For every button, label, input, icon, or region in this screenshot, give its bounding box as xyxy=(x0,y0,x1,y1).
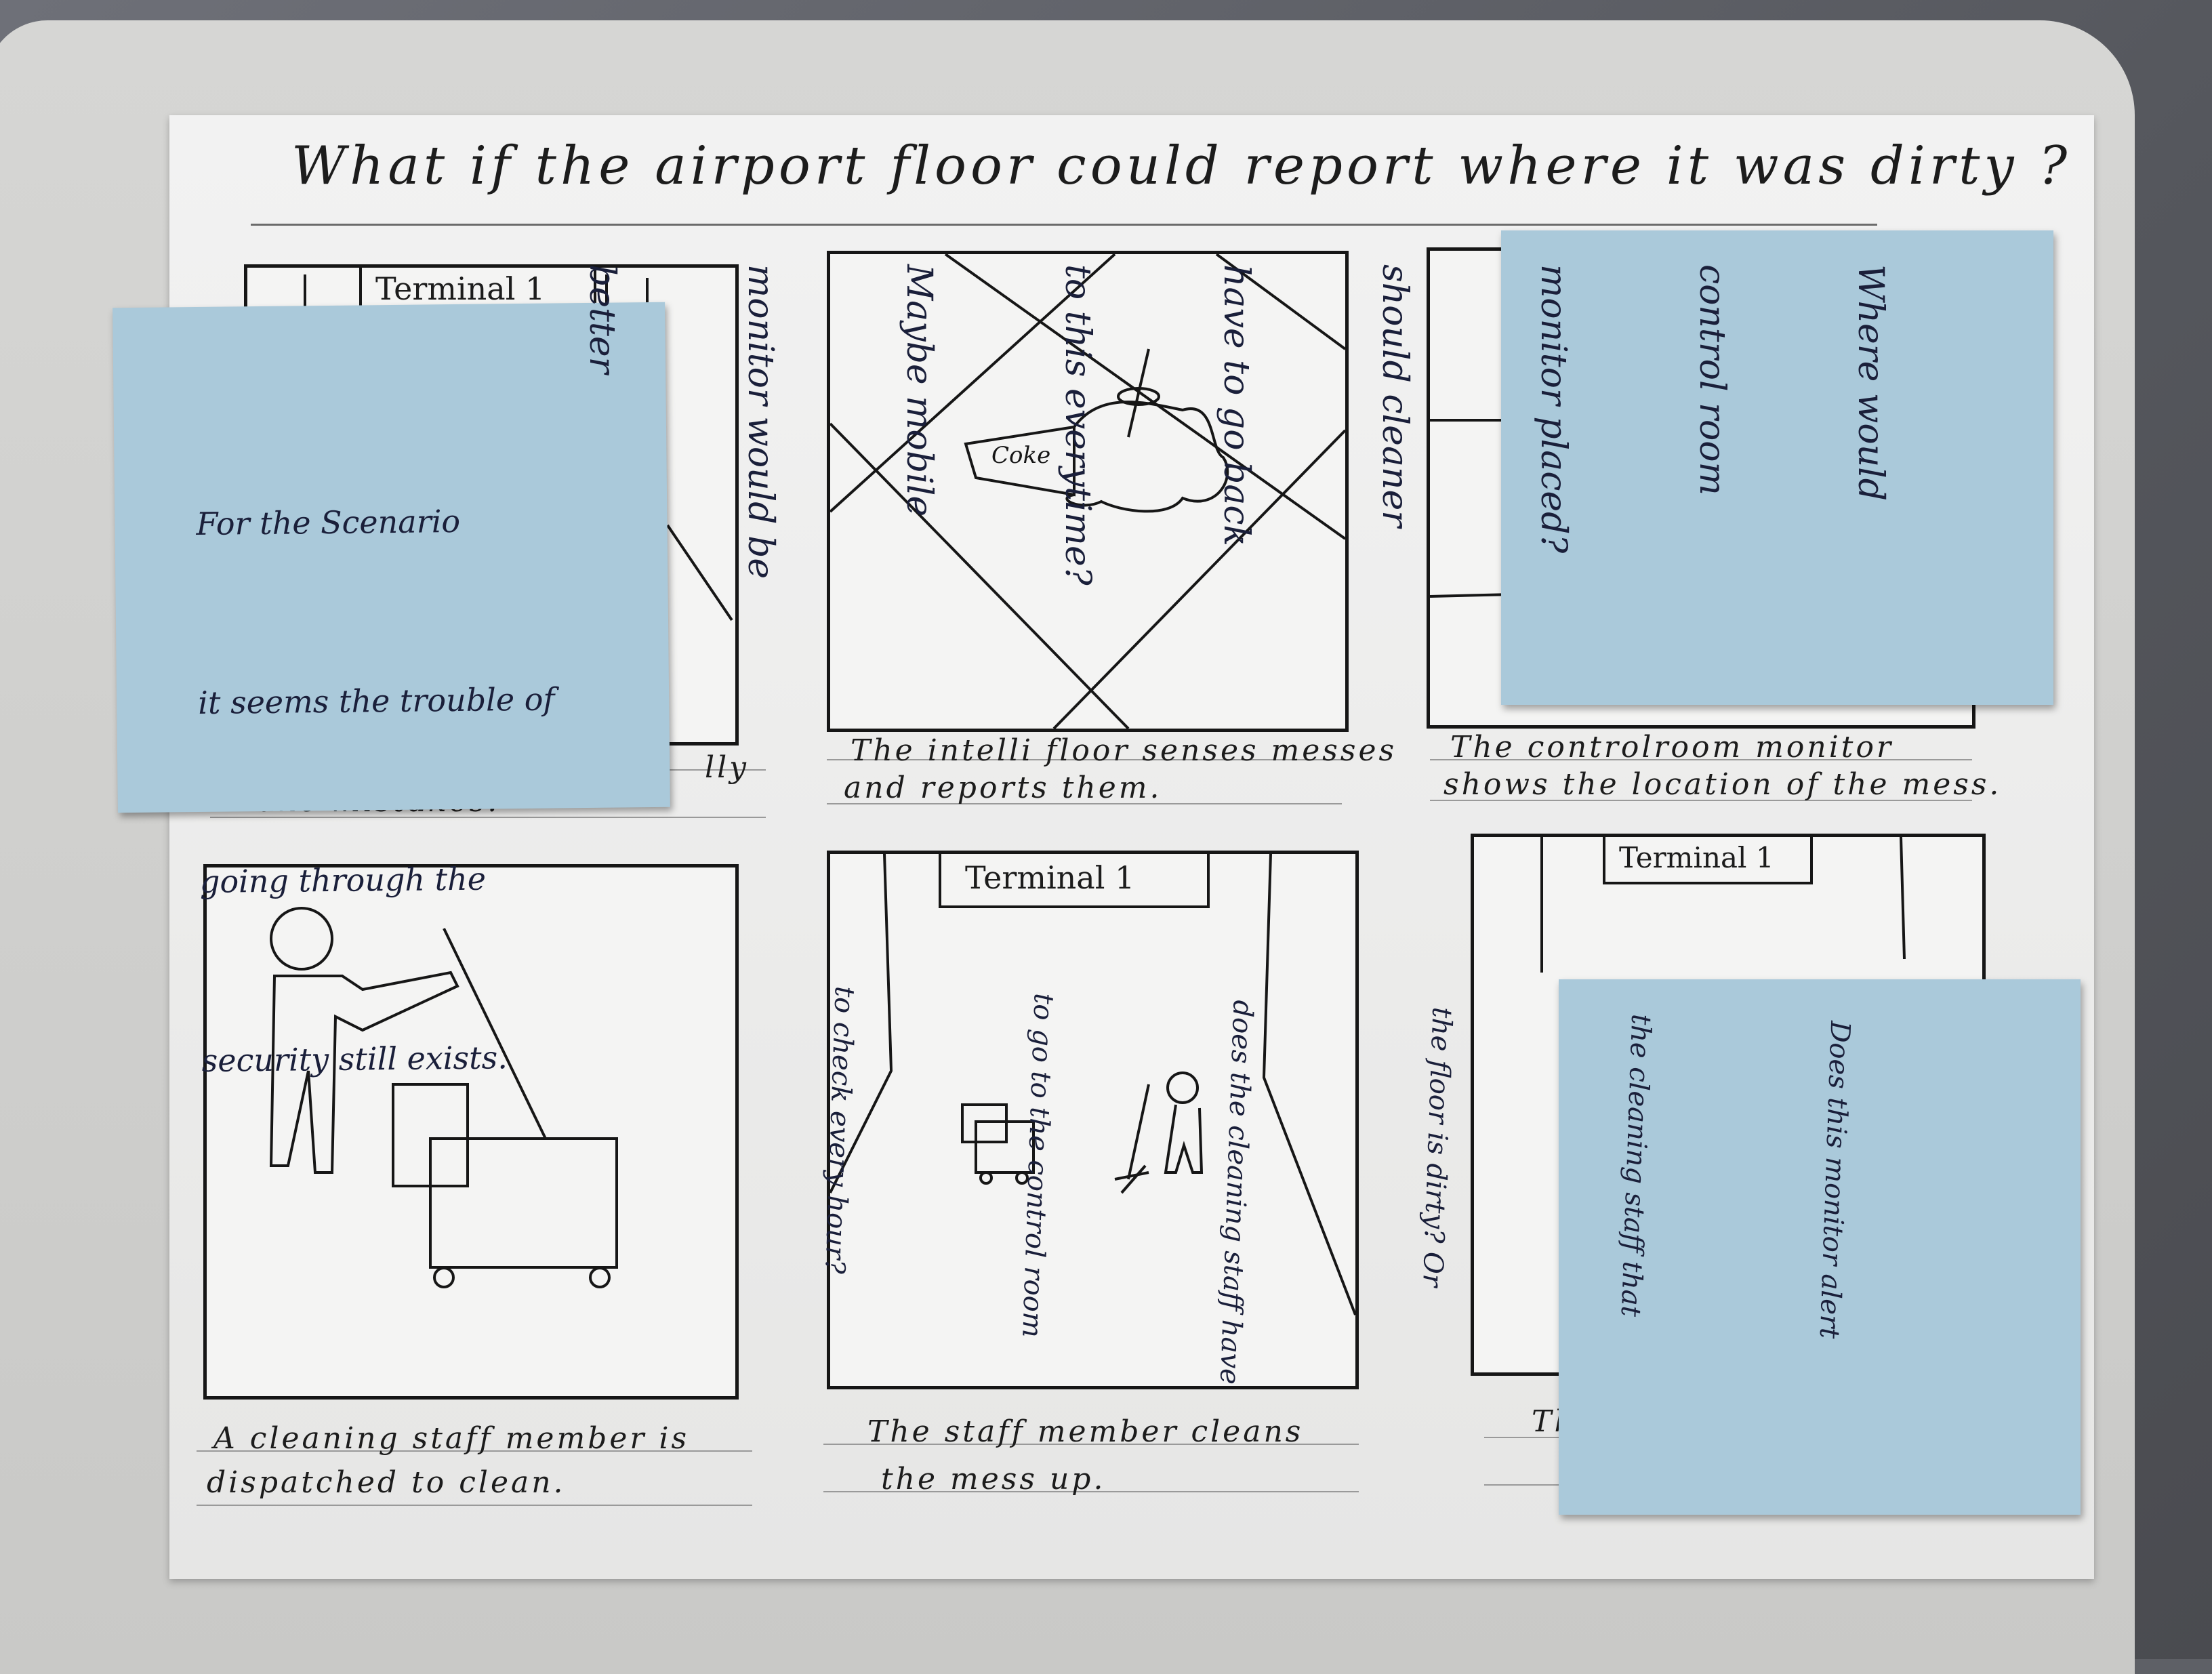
sticky-note-control-room: Where would control room monitor placed?… xyxy=(581,230,2053,705)
note-line: better xyxy=(581,264,622,374)
note-line: Where would xyxy=(1850,264,1891,502)
note-line: it seems the trouble of xyxy=(197,680,555,721)
note-line: security still exists. xyxy=(201,1039,508,1079)
caption-rule xyxy=(197,1505,752,1506)
note-line: monitor would be xyxy=(740,264,781,579)
caption-rule xyxy=(823,1444,1359,1445)
note-line: should cleaner xyxy=(1374,264,1415,528)
note-line: have to go back xyxy=(1216,264,1256,546)
caption-rule xyxy=(1430,800,1972,801)
note-line: monitor placed? xyxy=(1533,264,1574,554)
panel-5-caption-line-2: the mess up. xyxy=(881,1462,1106,1496)
terminal-sign-label: Terminal 1 xyxy=(1619,841,1774,874)
panel-1-caption-partial: lly xyxy=(705,750,750,785)
coke-label: Coke xyxy=(991,442,1050,469)
panel-4-caption-line-1: A cleaning staff member is xyxy=(213,1421,690,1456)
note-line: Maybe mobile xyxy=(899,264,939,517)
note-line: to check every hour? xyxy=(819,985,861,1275)
panel-5-caption-line-1: The staff member cleans xyxy=(867,1414,1304,1449)
panel-5-sketch xyxy=(830,854,1355,1315)
note-line: to this everytime? xyxy=(1057,264,1098,586)
panel-5: Terminal 1 xyxy=(827,851,1359,1389)
caption-rule xyxy=(827,803,1342,804)
caption-rule xyxy=(197,1450,752,1452)
note-line: does the cleaning staff have xyxy=(1213,999,1258,1385)
panel-2-caption-line-2: and reports them. xyxy=(844,771,1162,805)
note-line: the floor is dirty? Or xyxy=(1416,1006,1458,1288)
panel-4-caption-line-2: dispatched to clean. xyxy=(207,1465,566,1500)
panel-2-caption-line-1: The intelli floor senses messes xyxy=(851,733,1397,768)
terminal-sign-label: Terminal 1 xyxy=(375,270,546,307)
caption-rule xyxy=(1430,759,1972,760)
panel-3-caption-line-1: The controlroom monitor xyxy=(1450,730,1894,764)
note-line: going through the xyxy=(199,860,487,900)
caption-rule xyxy=(210,817,766,818)
panel-4 xyxy=(203,864,739,1400)
note-line: Does this monitor alert xyxy=(1813,1020,1856,1339)
note-line: control room xyxy=(1692,264,1732,495)
panel-6-sketch xyxy=(1540,837,1906,973)
panel-4-sketch xyxy=(269,907,618,1288)
note-line: the cleaning staff that xyxy=(1614,1013,1657,1318)
terminal-sign-label: Terminal 1 xyxy=(965,859,1135,896)
sticky-note-monitor-alert: Does this monitor alert the cleaning sta… xyxy=(819,979,2081,1515)
caption-rule xyxy=(827,759,1342,760)
panel-5-terminal-sign: Terminal 1 xyxy=(939,854,1210,908)
storyboard-title: What if the airport floor could report w… xyxy=(291,136,2072,197)
title-underline xyxy=(251,224,1877,226)
panel-2-sketch: Coke xyxy=(830,254,1345,729)
panel-6-terminal-sign: Terminal 1 xyxy=(1603,837,1813,884)
note-line: to go to the control room xyxy=(1016,992,1059,1339)
caption-rule xyxy=(823,1491,1359,1492)
panel-3-caption-line-2: shows the location of the mess. xyxy=(1443,767,2002,802)
panel-2: Coke xyxy=(827,251,1349,732)
